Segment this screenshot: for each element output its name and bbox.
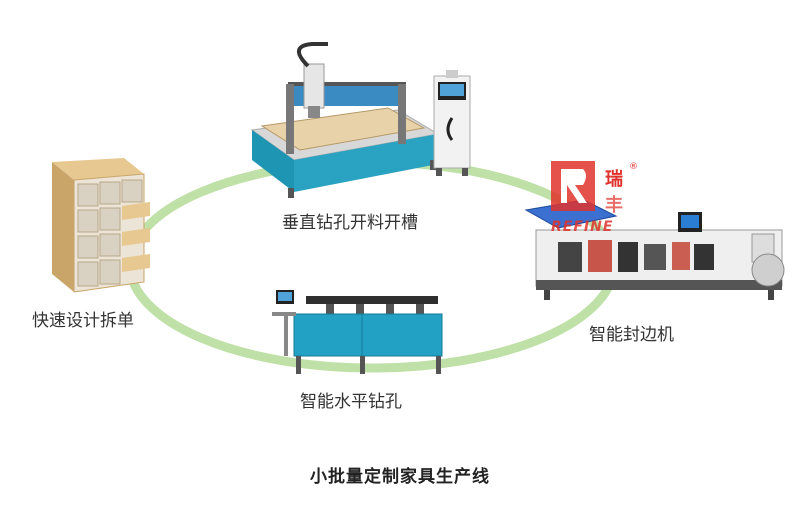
logo-mark: 瑞	[605, 169, 623, 190]
label-edge: 智能封边机	[589, 325, 674, 345]
label-cnc: 垂直钻孔开料开槽	[282, 213, 418, 233]
label-drill: 智能水平钻孔	[300, 392, 402, 412]
drilling-machine-image	[272, 290, 443, 374]
logo-registered: ®	[629, 162, 638, 172]
logo-mark-2: 丰	[605, 194, 623, 216]
cnc-machine-image	[250, 42, 471, 198]
logo-latin: REFINE	[551, 219, 613, 235]
page-caption: 小批量定制家具生产线	[310, 467, 490, 487]
edge-bander-image	[524, 199, 785, 300]
cabinet-image	[52, 158, 150, 293]
label-cabinet: 快速设计拆单	[32, 311, 134, 331]
refine-logo: 瑞 ® 丰 REFINE	[551, 161, 638, 235]
